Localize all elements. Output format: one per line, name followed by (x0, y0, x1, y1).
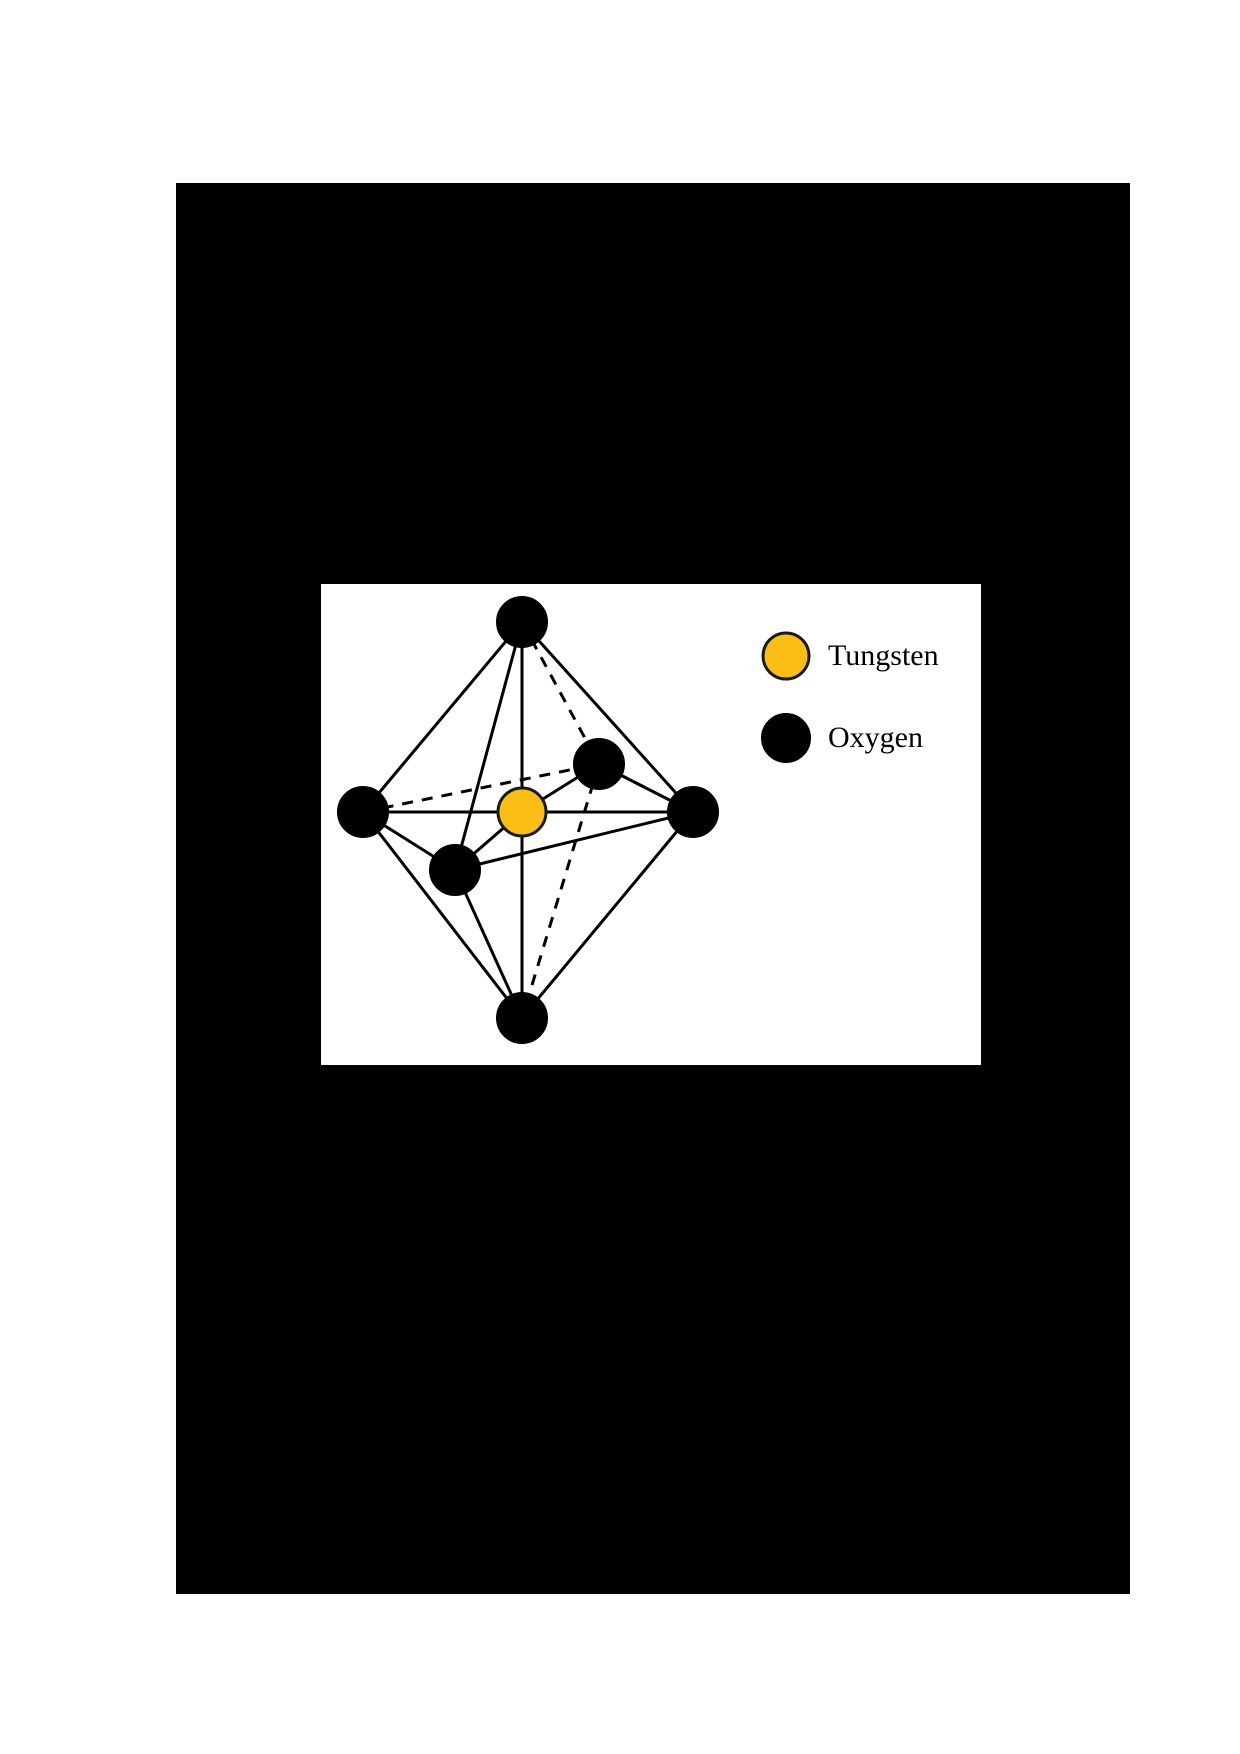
legend-tungsten-marker-icon (761, 631, 811, 681)
bond-dashed-back-to-bottom (520, 763, 601, 1019)
figure-panel: Tungsten Oxygen (321, 584, 981, 1065)
bond-left-bottom-edge (361, 810, 524, 1020)
atom-oxygen-front-lower[interactable] (429, 844, 481, 896)
bond-dashed-top-to-back (520, 621, 601, 765)
bond-dashed-left-to-back (362, 762, 600, 814)
atom-group (337, 596, 719, 1044)
bond-top-left-edge (361, 620, 524, 814)
octahedron-diagram: Tungsten Oxygen (337, 596, 939, 1044)
atom-tungsten-center[interactable] (496, 786, 548, 838)
atom-oxygen-bottom[interactable] (496, 992, 548, 1044)
bond-top-to-front (453, 620, 524, 872)
atom-oxygen-top[interactable] (496, 596, 548, 648)
legend-oxygen-label: Oxygen (828, 721, 923, 754)
atom-oxygen-left[interactable] (337, 786, 389, 838)
legend-tungsten-label: Tungsten (828, 639, 939, 672)
atom-oxygen-back-upper[interactable] (573, 738, 625, 790)
legend-entry-tungsten[interactable]: Tungsten (761, 631, 939, 681)
legend-oxygen-marker-icon (761, 713, 811, 763)
bond-right-bottom-edge (520, 810, 695, 1020)
atom-oxygen-right[interactable] (667, 786, 719, 838)
bond-front-to-right (453, 810, 695, 872)
bond-top-right-edge (520, 620, 695, 814)
bond-front-to-bottom (453, 868, 524, 1020)
element-legend: Tungsten Oxygen (761, 631, 939, 763)
legend-entry-oxygen[interactable]: Oxygen (761, 713, 923, 763)
